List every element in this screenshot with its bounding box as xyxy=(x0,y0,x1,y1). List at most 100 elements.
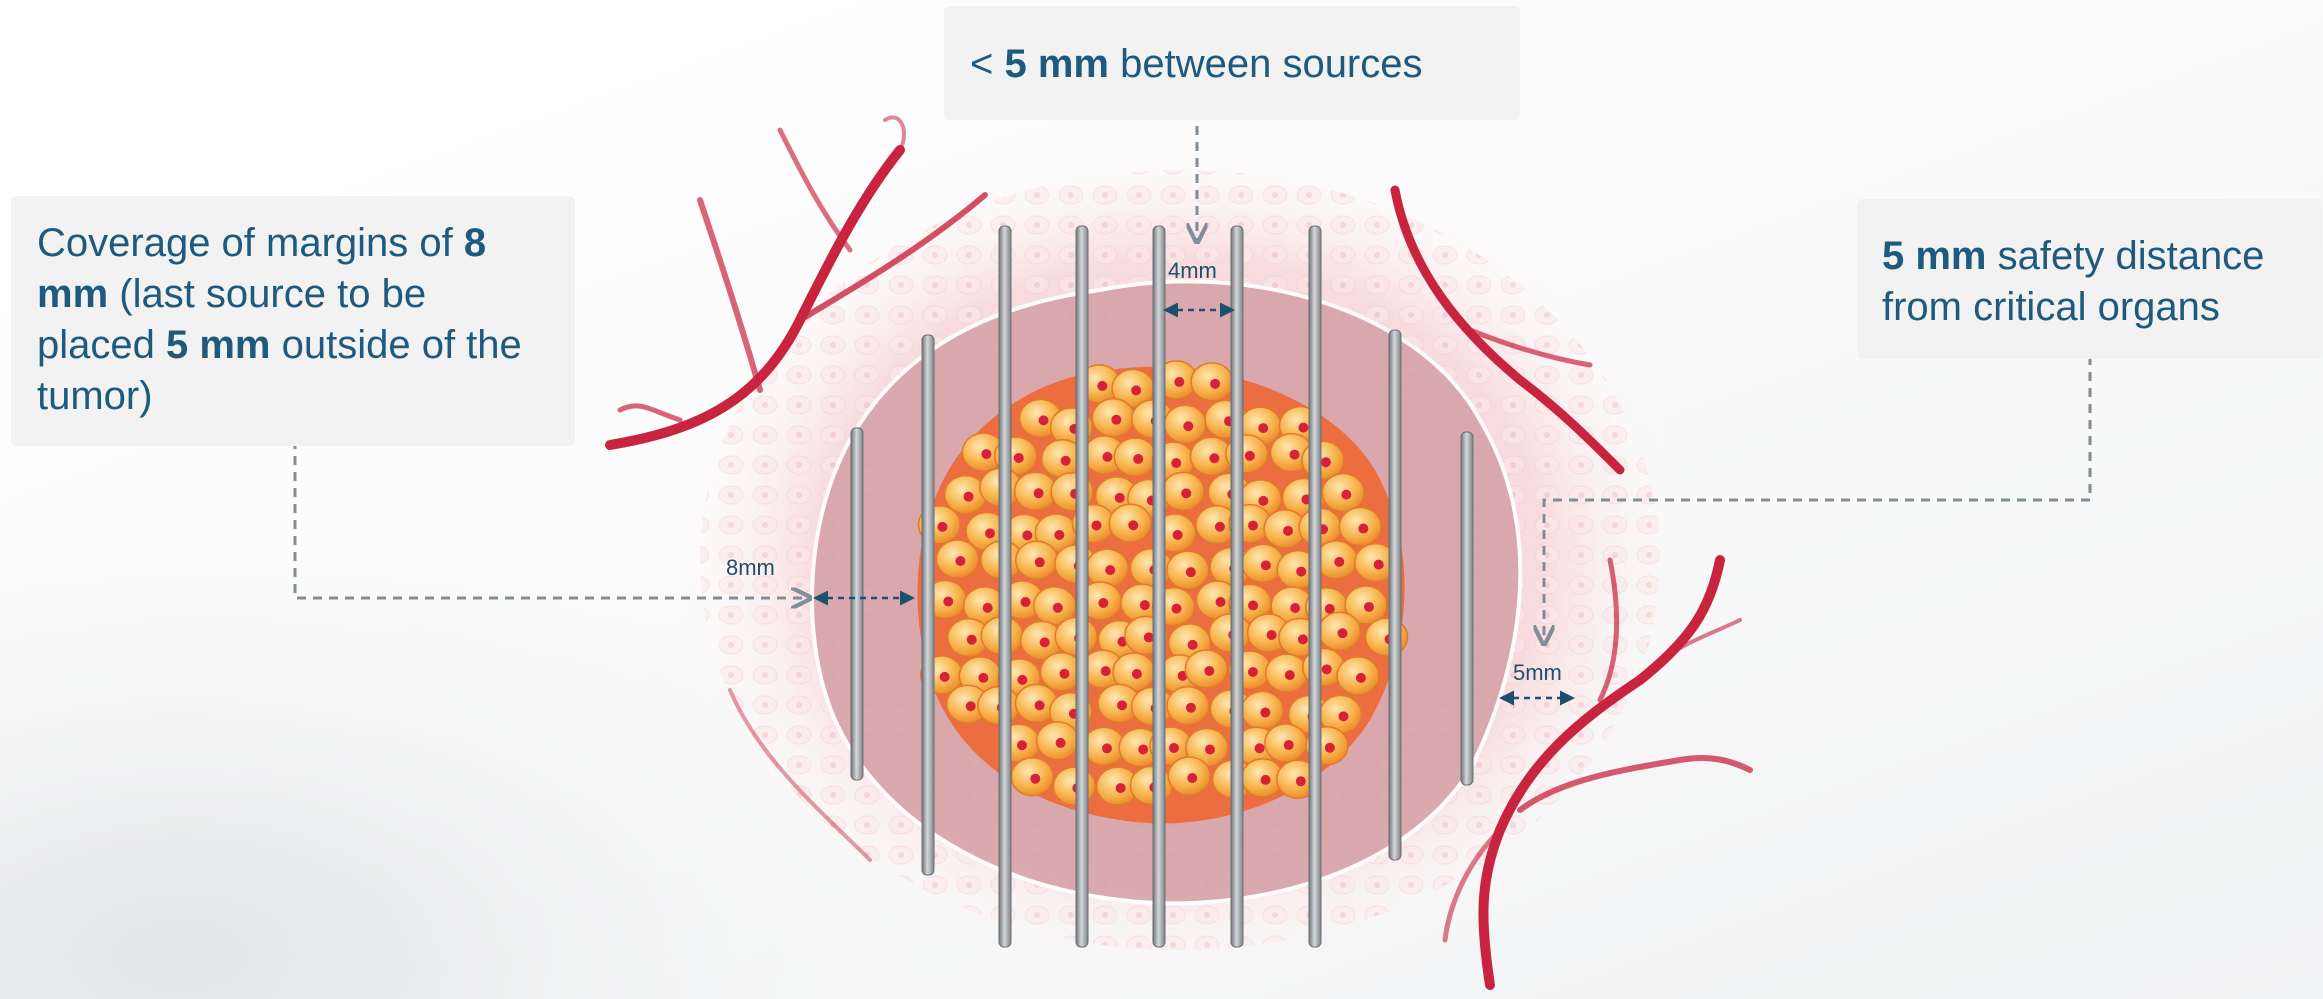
cell-nucleus xyxy=(1248,667,1258,677)
measure-label-5mm: 5mm xyxy=(1513,660,1562,685)
cell-nucleus xyxy=(981,449,991,459)
cell-nucleus xyxy=(1341,490,1351,500)
cell-nucleus xyxy=(978,673,988,683)
cell-nucleus xyxy=(1017,740,1027,750)
cell-nucleus xyxy=(943,597,953,607)
callout-margin-coverage: Coverage of margins of 8 mm (last source… xyxy=(11,196,575,446)
cell-nucleus xyxy=(1261,560,1271,570)
callout-between-sources: < 5 mm between sources xyxy=(944,6,1520,120)
cell-nucleus xyxy=(1102,743,1112,753)
cell-nucleus xyxy=(1364,602,1374,612)
cell-nucleus xyxy=(1169,743,1179,753)
cell-nucleus xyxy=(1117,700,1127,710)
cell-nucleus xyxy=(1022,530,1032,540)
cell-nucleus xyxy=(937,522,947,532)
source-needle xyxy=(999,226,1011,947)
cell-nucleus xyxy=(1116,783,1126,793)
cell-nucleus xyxy=(1296,776,1306,786)
cell-nucleus xyxy=(1105,565,1115,575)
cell-nucleus xyxy=(1296,567,1306,577)
cell-nucleus xyxy=(1358,524,1368,534)
source-needle xyxy=(1076,226,1088,947)
cell-nucleus xyxy=(1216,597,1226,607)
cell-nucleus xyxy=(1215,522,1225,532)
cell-nucleus xyxy=(1248,521,1258,531)
cell-nucleus xyxy=(966,701,976,711)
cell-nucleus xyxy=(1053,603,1063,613)
cell-nucleus xyxy=(1267,630,1277,640)
source-needle xyxy=(1309,226,1321,947)
cell-nucleus xyxy=(967,635,977,645)
cell-nucleus xyxy=(1171,458,1181,468)
cell-nucleus xyxy=(1374,560,1384,570)
cell-nucleus xyxy=(1030,774,1040,784)
cell-nucleus xyxy=(1325,743,1335,753)
cell-nucleus xyxy=(1338,628,1348,638)
cell-nucleus xyxy=(1144,632,1154,642)
cell-nucleus xyxy=(1115,493,1125,503)
cell-nucleus xyxy=(940,672,950,682)
callout-top-prefix: < xyxy=(970,42,1004,86)
cell-nucleus xyxy=(1014,453,1024,463)
cell-nucleus xyxy=(985,528,995,538)
source-needle xyxy=(1461,432,1473,785)
cell-nucleus xyxy=(1054,530,1064,540)
cell-nucleus xyxy=(1290,450,1300,460)
cell-nucleus xyxy=(1098,598,1108,608)
cell-nucleus xyxy=(1209,453,1219,463)
cell-nucleus xyxy=(1039,415,1049,425)
cell-nucleus xyxy=(1255,743,1265,753)
cell-nucleus xyxy=(1172,604,1182,614)
cell-nucleus xyxy=(1298,634,1308,644)
cell-nucleus xyxy=(1056,738,1066,748)
cell-nucleus xyxy=(1102,452,1112,462)
cell-nucleus xyxy=(1284,740,1294,750)
cell-nucleus xyxy=(1334,557,1344,567)
cell-nucleus xyxy=(1091,520,1101,530)
cell-nucleus xyxy=(1338,711,1348,721)
callout-top-bold: 5 mm xyxy=(1004,42,1109,86)
cell-nucleus xyxy=(1021,597,1031,607)
cell-nucleus xyxy=(1173,530,1183,540)
cell-nucleus xyxy=(1260,708,1270,718)
cell-nucleus xyxy=(1205,745,1215,755)
cell-nucleus xyxy=(1248,600,1258,610)
callout-left-bold-2: 5 mm xyxy=(166,323,271,367)
cell-nucleus xyxy=(1133,454,1143,464)
cell-nucleus xyxy=(1258,496,1268,506)
cell-nucleus xyxy=(1210,379,1220,389)
cell-nucleus xyxy=(1183,421,1193,431)
callout-left-text-1: Coverage of margins of xyxy=(37,221,464,265)
cell-nucleus xyxy=(1061,456,1071,466)
cell-nucleus xyxy=(1322,664,1332,674)
cell-nucleus xyxy=(1188,640,1198,650)
cell-nucleus xyxy=(1187,773,1197,783)
cell-nucleus xyxy=(1285,670,1295,680)
source-needle xyxy=(1389,330,1401,860)
cell-nucleus xyxy=(1040,637,1050,647)
cell-nucleus xyxy=(1035,700,1045,710)
cell-nucleus xyxy=(1128,520,1138,530)
cell-nucleus xyxy=(1111,415,1121,425)
cell-nucleus xyxy=(1017,675,1027,685)
cell-nucleus xyxy=(1186,567,1196,577)
cell-nucleus xyxy=(1101,666,1111,676)
cell-nucleus xyxy=(1034,488,1044,498)
cell-nucleus xyxy=(983,603,993,613)
cell-nucleus xyxy=(955,556,965,566)
cell-nucleus xyxy=(1174,377,1184,387)
cell-nucleus xyxy=(1321,457,1331,467)
cell-nucleus xyxy=(1204,666,1214,676)
cell-nucleus xyxy=(1186,703,1196,713)
source-needle xyxy=(922,335,934,875)
cell-nucleus xyxy=(1132,669,1142,679)
cell-nucleus xyxy=(1131,385,1141,395)
cell-nucleus xyxy=(1035,557,1045,567)
measure-label-4mm: 4mm xyxy=(1168,258,1217,283)
cell-nucleus xyxy=(1245,451,1255,461)
cell-nucleus xyxy=(1181,488,1191,498)
callout-safety-distance: 5 mm safety distance from critical organ… xyxy=(1857,199,2322,359)
cell-nucleus xyxy=(1283,526,1293,536)
measure-label-8mm: 8mm xyxy=(726,555,775,580)
cell-nucleus xyxy=(1290,603,1300,613)
